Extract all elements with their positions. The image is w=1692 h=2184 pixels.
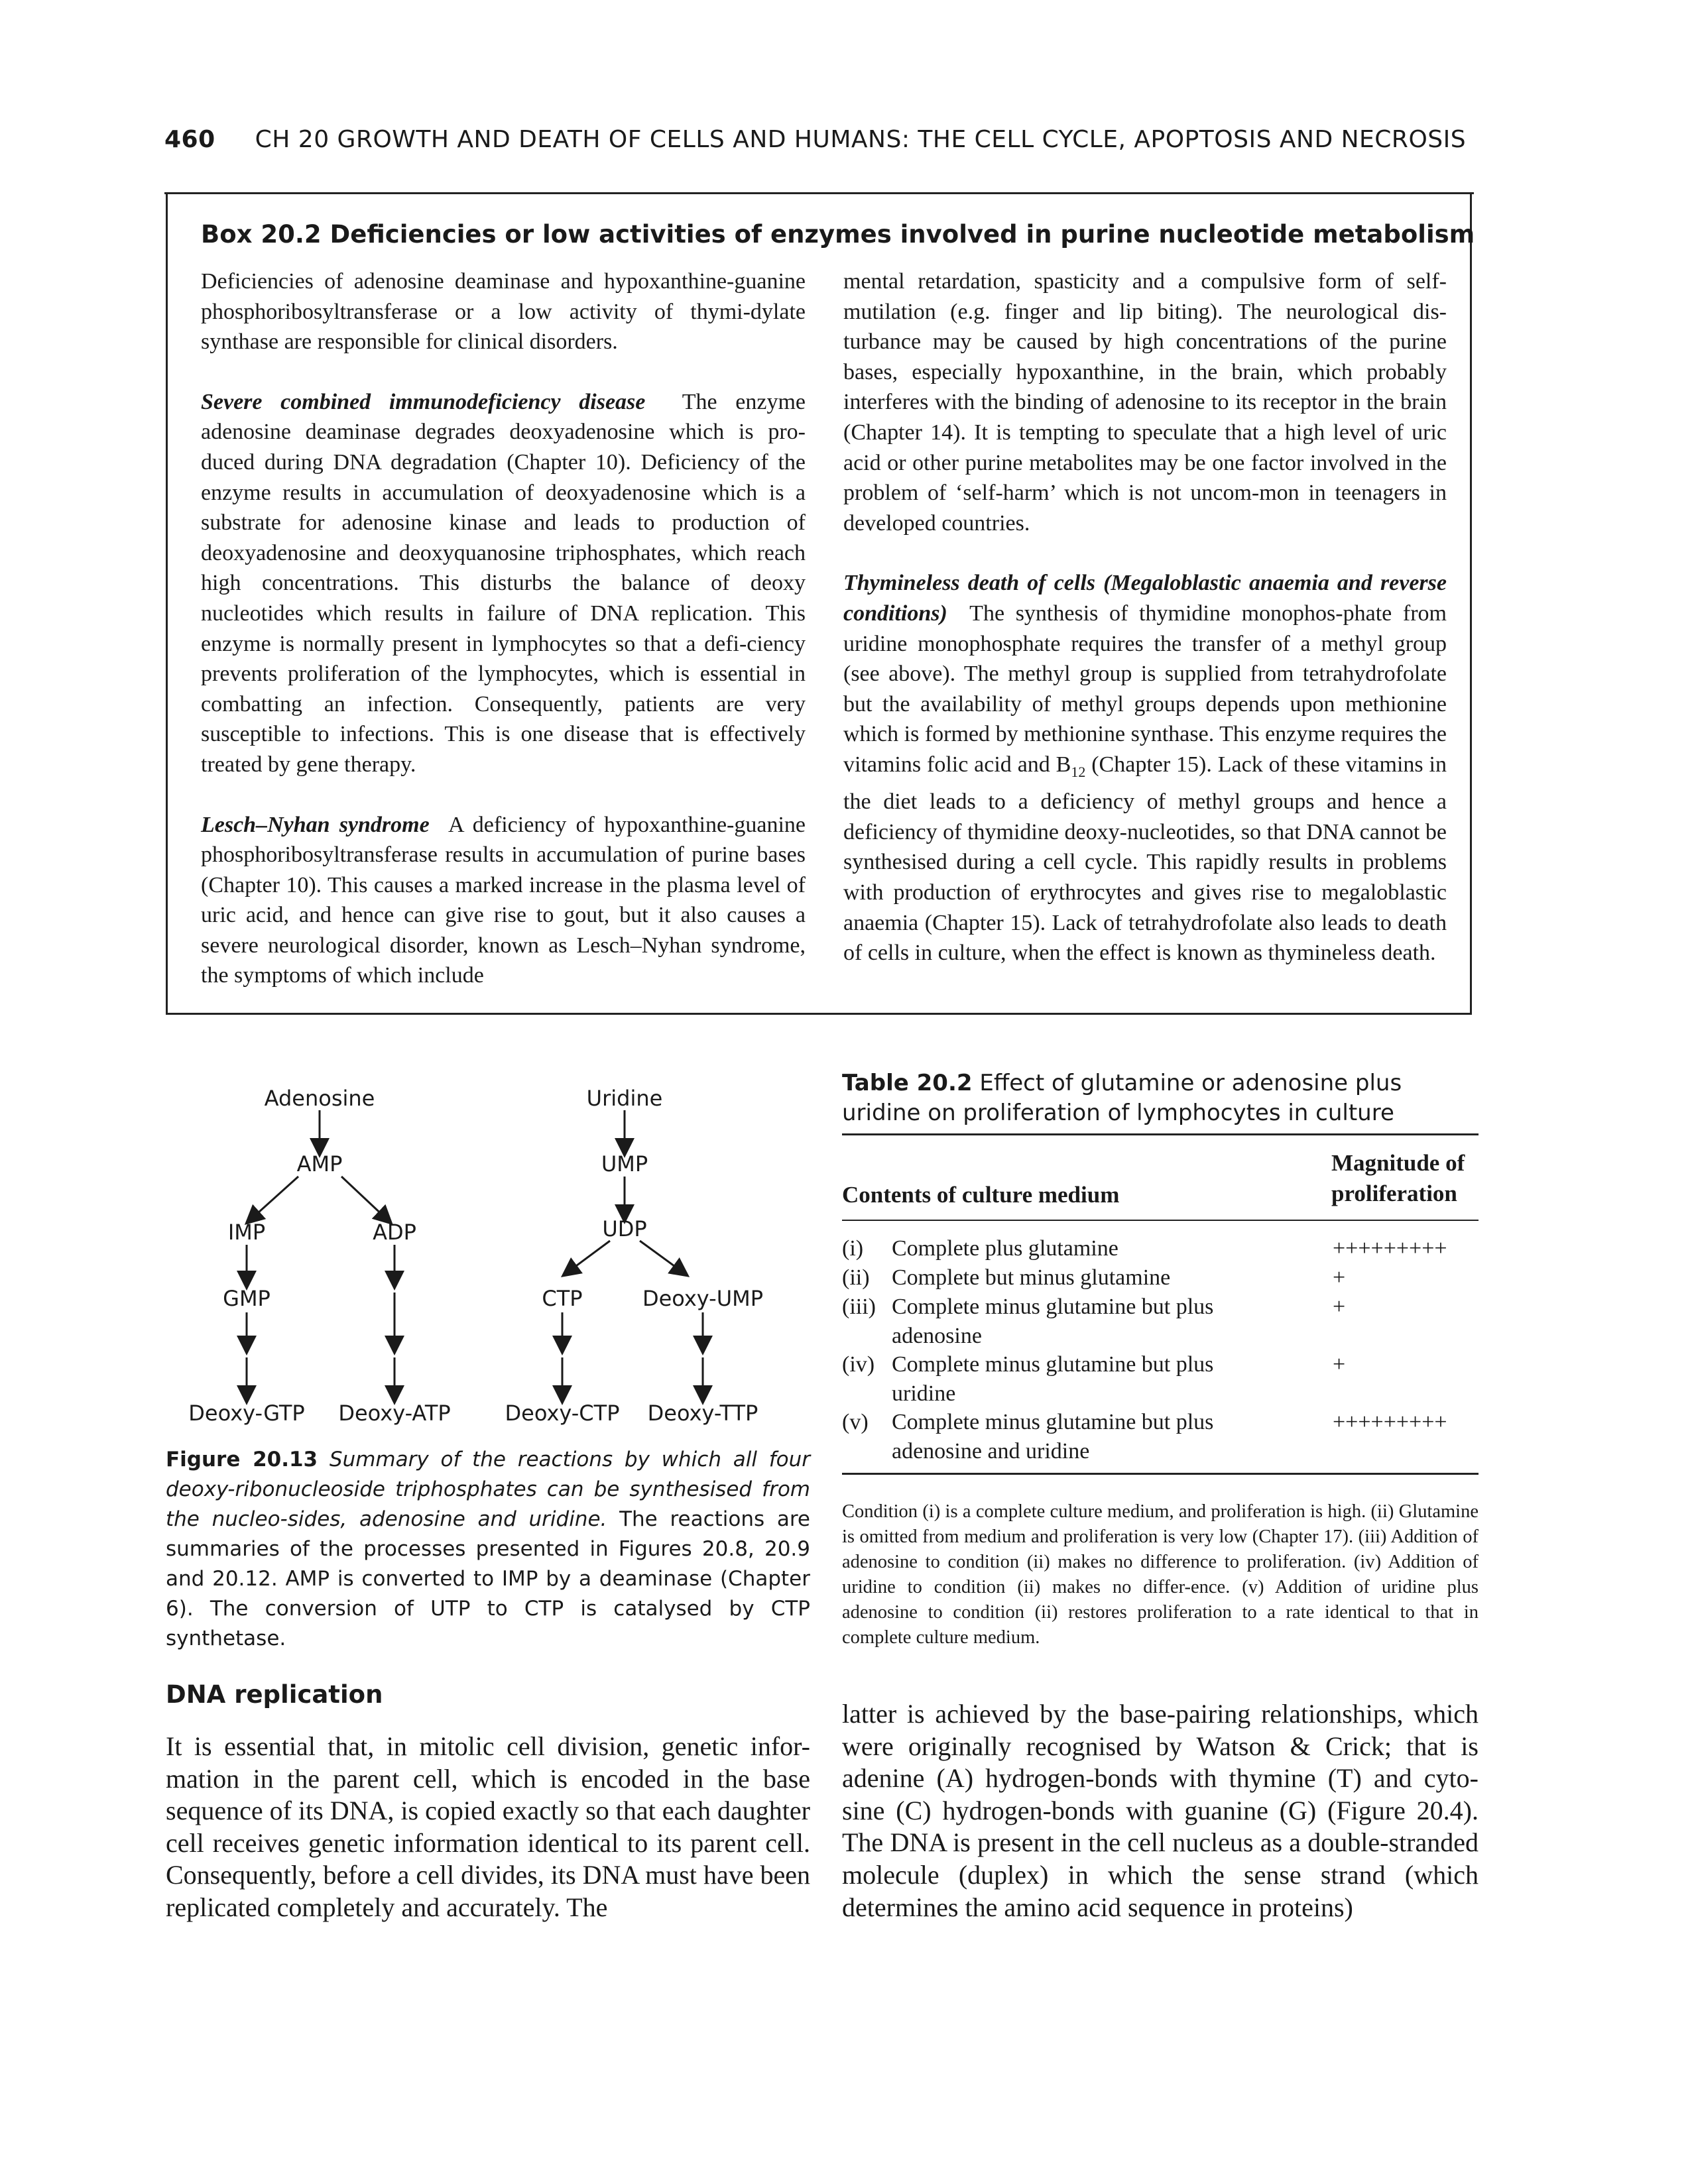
row-contents: Complete but minus glutamine	[892, 1265, 1171, 1290]
arrow-amp-adp	[340, 1175, 393, 1226]
table-top-rule	[842, 1133, 1479, 1135]
row-magnitude: +	[1333, 1294, 1346, 1319]
table-header-rule	[842, 1220, 1479, 1221]
page-number: 460	[164, 126, 215, 153]
row-number: (v)	[842, 1410, 869, 1434]
scid-text: The enzyme adenosine deaminase degrades …	[201, 389, 806, 777]
box-title: Box 20.2 Deficiencies or low activities …	[201, 220, 1475, 249]
row-magnitude: +++++++++	[1333, 1236, 1447, 1261]
row-contents: Complete minus glutamine but plus adenos…	[892, 1294, 1214, 1348]
node-deoxy-ttp: Deoxy-TTP	[648, 1401, 758, 1426]
box-intro: Deficiencies of adenosine deaminase and …	[201, 269, 806, 355]
running-header: 460 CH 20 GROWTH AND DEATH OF CELLS AND …	[164, 126, 1484, 153]
node-amp: AMP	[297, 1151, 343, 1177]
box-left-column: Deficiencies of adenosine deaminase and …	[201, 266, 806, 991]
lesch-paragraph: Lesch–Nyhan syndrome A deficiency of hyp…	[201, 810, 806, 992]
node-deoxy-ctp: Deoxy-CTP	[505, 1401, 620, 1426]
b12-subscript: 12	[1071, 763, 1086, 780]
node-adenosine: Adenosine	[265, 1087, 375, 1111]
scid-paragraph: Severe combined immunodeficiency disease…	[201, 387, 806, 780]
lesch-text: A deficiency of hypoxanthine-guanine pho…	[201, 812, 806, 988]
arrow-udp-ctp	[560, 1239, 611, 1277]
node-adp: ADP	[373, 1220, 416, 1245]
node-ctp: CTP	[542, 1286, 582, 1311]
figure-caption-italic: Summary of the reactions by which all fo…	[166, 1448, 810, 1531]
node-udp: UDP	[602, 1216, 646, 1241]
scid-heading: Severe combined immunodeficiency disease	[201, 389, 646, 414]
section-heading: DNA replication	[166, 1680, 383, 1709]
pathway-diagram: Adenosine AMP IMP ADP GMP Deoxy-GTP Deox…	[188, 1086, 763, 1426]
row-number: (i)	[842, 1236, 864, 1261]
table-col2-header: Magnitude of proliferation	[1331, 1150, 1465, 1206]
thymineless-text-b: (Chapter 15). Lack of these vitamins in …	[843, 752, 1447, 966]
node-imp: IMP	[228, 1220, 265, 1245]
node-ump: UMP	[601, 1151, 648, 1177]
running-title: CH 20 GROWTH AND DEATH OF CELLS AND HUMA…	[255, 126, 1467, 153]
node-uridine: Uridine	[587, 1087, 663, 1111]
arrow-amp-imp	[244, 1175, 300, 1226]
node-gmp: GMP	[223, 1286, 271, 1311]
body-left-text: It is essential that, in mitolic cell di…	[166, 1731, 810, 1922]
row-number: (ii)	[842, 1265, 870, 1290]
box-frame	[166, 194, 1472, 1015]
row-contents: Complete minus glutamine but plus uridin…	[892, 1352, 1214, 1406]
row-contents: Complete minus glutamine but plus adenos…	[892, 1410, 1214, 1464]
thymineless-paragraph: Thymineless death of cells (Megaloblasti…	[843, 568, 1447, 968]
table-note: Condition (i) is a complete culture medi…	[842, 1501, 1479, 1648]
box-right-column: mental retardation, spasticity and a com…	[843, 266, 1447, 968]
row-magnitude: +	[1333, 1265, 1346, 1290]
table-title: Table 20.2 Effect of glutamine or adenos…	[842, 1068, 1479, 1128]
row-number: (iv)	[842, 1352, 875, 1377]
row-contents: Complete plus glutamine	[892, 1236, 1118, 1261]
header-rule	[164, 192, 1474, 194]
node-deoxy-ump: Deoxy-UMP	[642, 1286, 763, 1311]
pathway-arrows	[237, 1110, 713, 1405]
box-right-paragraph: mental retardation, spasticity and a com…	[843, 269, 1447, 536]
node-deoxy-atp: Deoxy-ATP	[338, 1401, 450, 1426]
body-right-text: latter is achieved by the base-pairing r…	[842, 1699, 1479, 1922]
figure-caption: Figure 20.13 Summary of the reactions by…	[166, 1445, 810, 1654]
row-magnitude: +	[1333, 1352, 1346, 1377]
table-title-text: Effect of glutamine or adenosine plus ur…	[842, 1070, 1402, 1126]
table-bottom-rule	[842, 1473, 1479, 1475]
row-number: (iii)	[842, 1294, 876, 1319]
table-col1-header: Contents of culture medium	[842, 1182, 1120, 1208]
figure-caption-text: The reactions are summaries of the proce…	[166, 1507, 810, 1650]
node-deoxy-gtp: Deoxy-GTP	[188, 1401, 304, 1426]
figure-label: Figure 20.13	[166, 1448, 318, 1471]
row-magnitude: +++++++++	[1333, 1410, 1447, 1434]
thymineless-text-a: The synthesis of thymidine monophos-phat…	[843, 601, 1447, 777]
thymineless-heading: Thymineless death of cells (Megaloblasti…	[843, 571, 1447, 626]
figure-20-13-diagram: Adenosine AMP IMP ADP GMP Deoxy-GTP Deox…	[172, 1086, 809, 1458]
arrow-udp-deoxy-ump	[639, 1239, 690, 1277]
table-label: Table 20.2	[842, 1070, 973, 1096]
lesch-heading: Lesch–Nyhan syndrome	[201, 812, 430, 837]
